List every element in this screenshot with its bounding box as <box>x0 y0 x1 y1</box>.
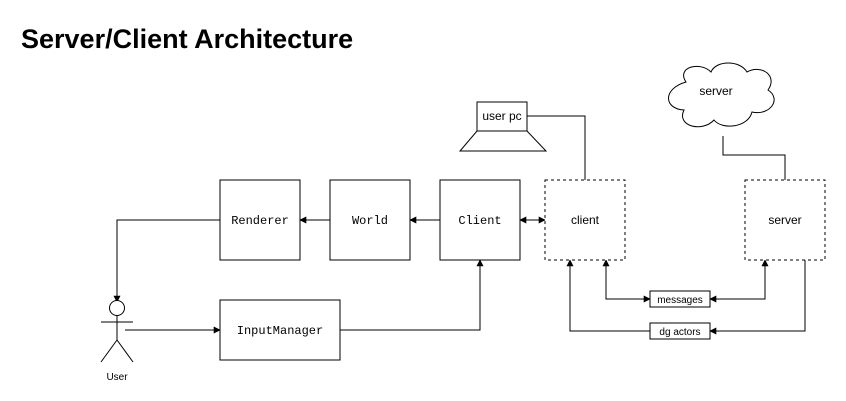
edge-renderer-to-user <box>113 219 220 303</box>
messages-label: messages <box>657 295 703 306</box>
world-node: World <box>329 179 411 261</box>
world-label: World <box>352 214 388 228</box>
user-head <box>109 300 125 316</box>
edge-userpc-to-client <box>527 115 586 180</box>
client-node: client <box>544 179 626 261</box>
client-label: client <box>571 213 600 227</box>
server-cloud-label: server <box>699 84 732 98</box>
connectors <box>113 115 806 335</box>
diagram-title: Server/Client Architecture <box>21 24 354 54</box>
laptop-icon <box>458 130 548 152</box>
edge-inputmanager-to-client <box>340 259 484 331</box>
user-right-leg <box>116 339 134 363</box>
user-label: User <box>106 372 128 383</box>
dg-actors-node: dg actors <box>649 322 711 340</box>
server-label: server <box>768 213 801 227</box>
user-left-leg <box>100 339 118 363</box>
user-actor <box>100 300 134 363</box>
edge-messages-to-client <box>602 259 651 303</box>
inputmanager-node: InputManager <box>219 299 341 361</box>
inputmanager-label: InputManager <box>237 324 323 338</box>
client-component-label: Client <box>458 214 501 228</box>
messages-node: messages <box>649 290 711 308</box>
edge-cloud-to-server <box>722 136 786 180</box>
user-pc-node: user pc <box>458 101 548 152</box>
edge-server-to-dgactors <box>709 260 806 335</box>
server-cloud-node: server <box>668 62 775 128</box>
user-pc-label: user pc <box>482 109 521 123</box>
server-node: server <box>744 179 826 261</box>
renderer-label: Renderer <box>231 214 289 228</box>
edge-dgactors-to-client <box>566 259 650 332</box>
dg-actors-label: dg actors <box>659 327 700 338</box>
client-component-node: Client <box>439 179 521 261</box>
renderer-node: Renderer <box>219 179 301 261</box>
cloud-icon <box>668 62 775 128</box>
edge-messages-to-server <box>709 259 769 303</box>
